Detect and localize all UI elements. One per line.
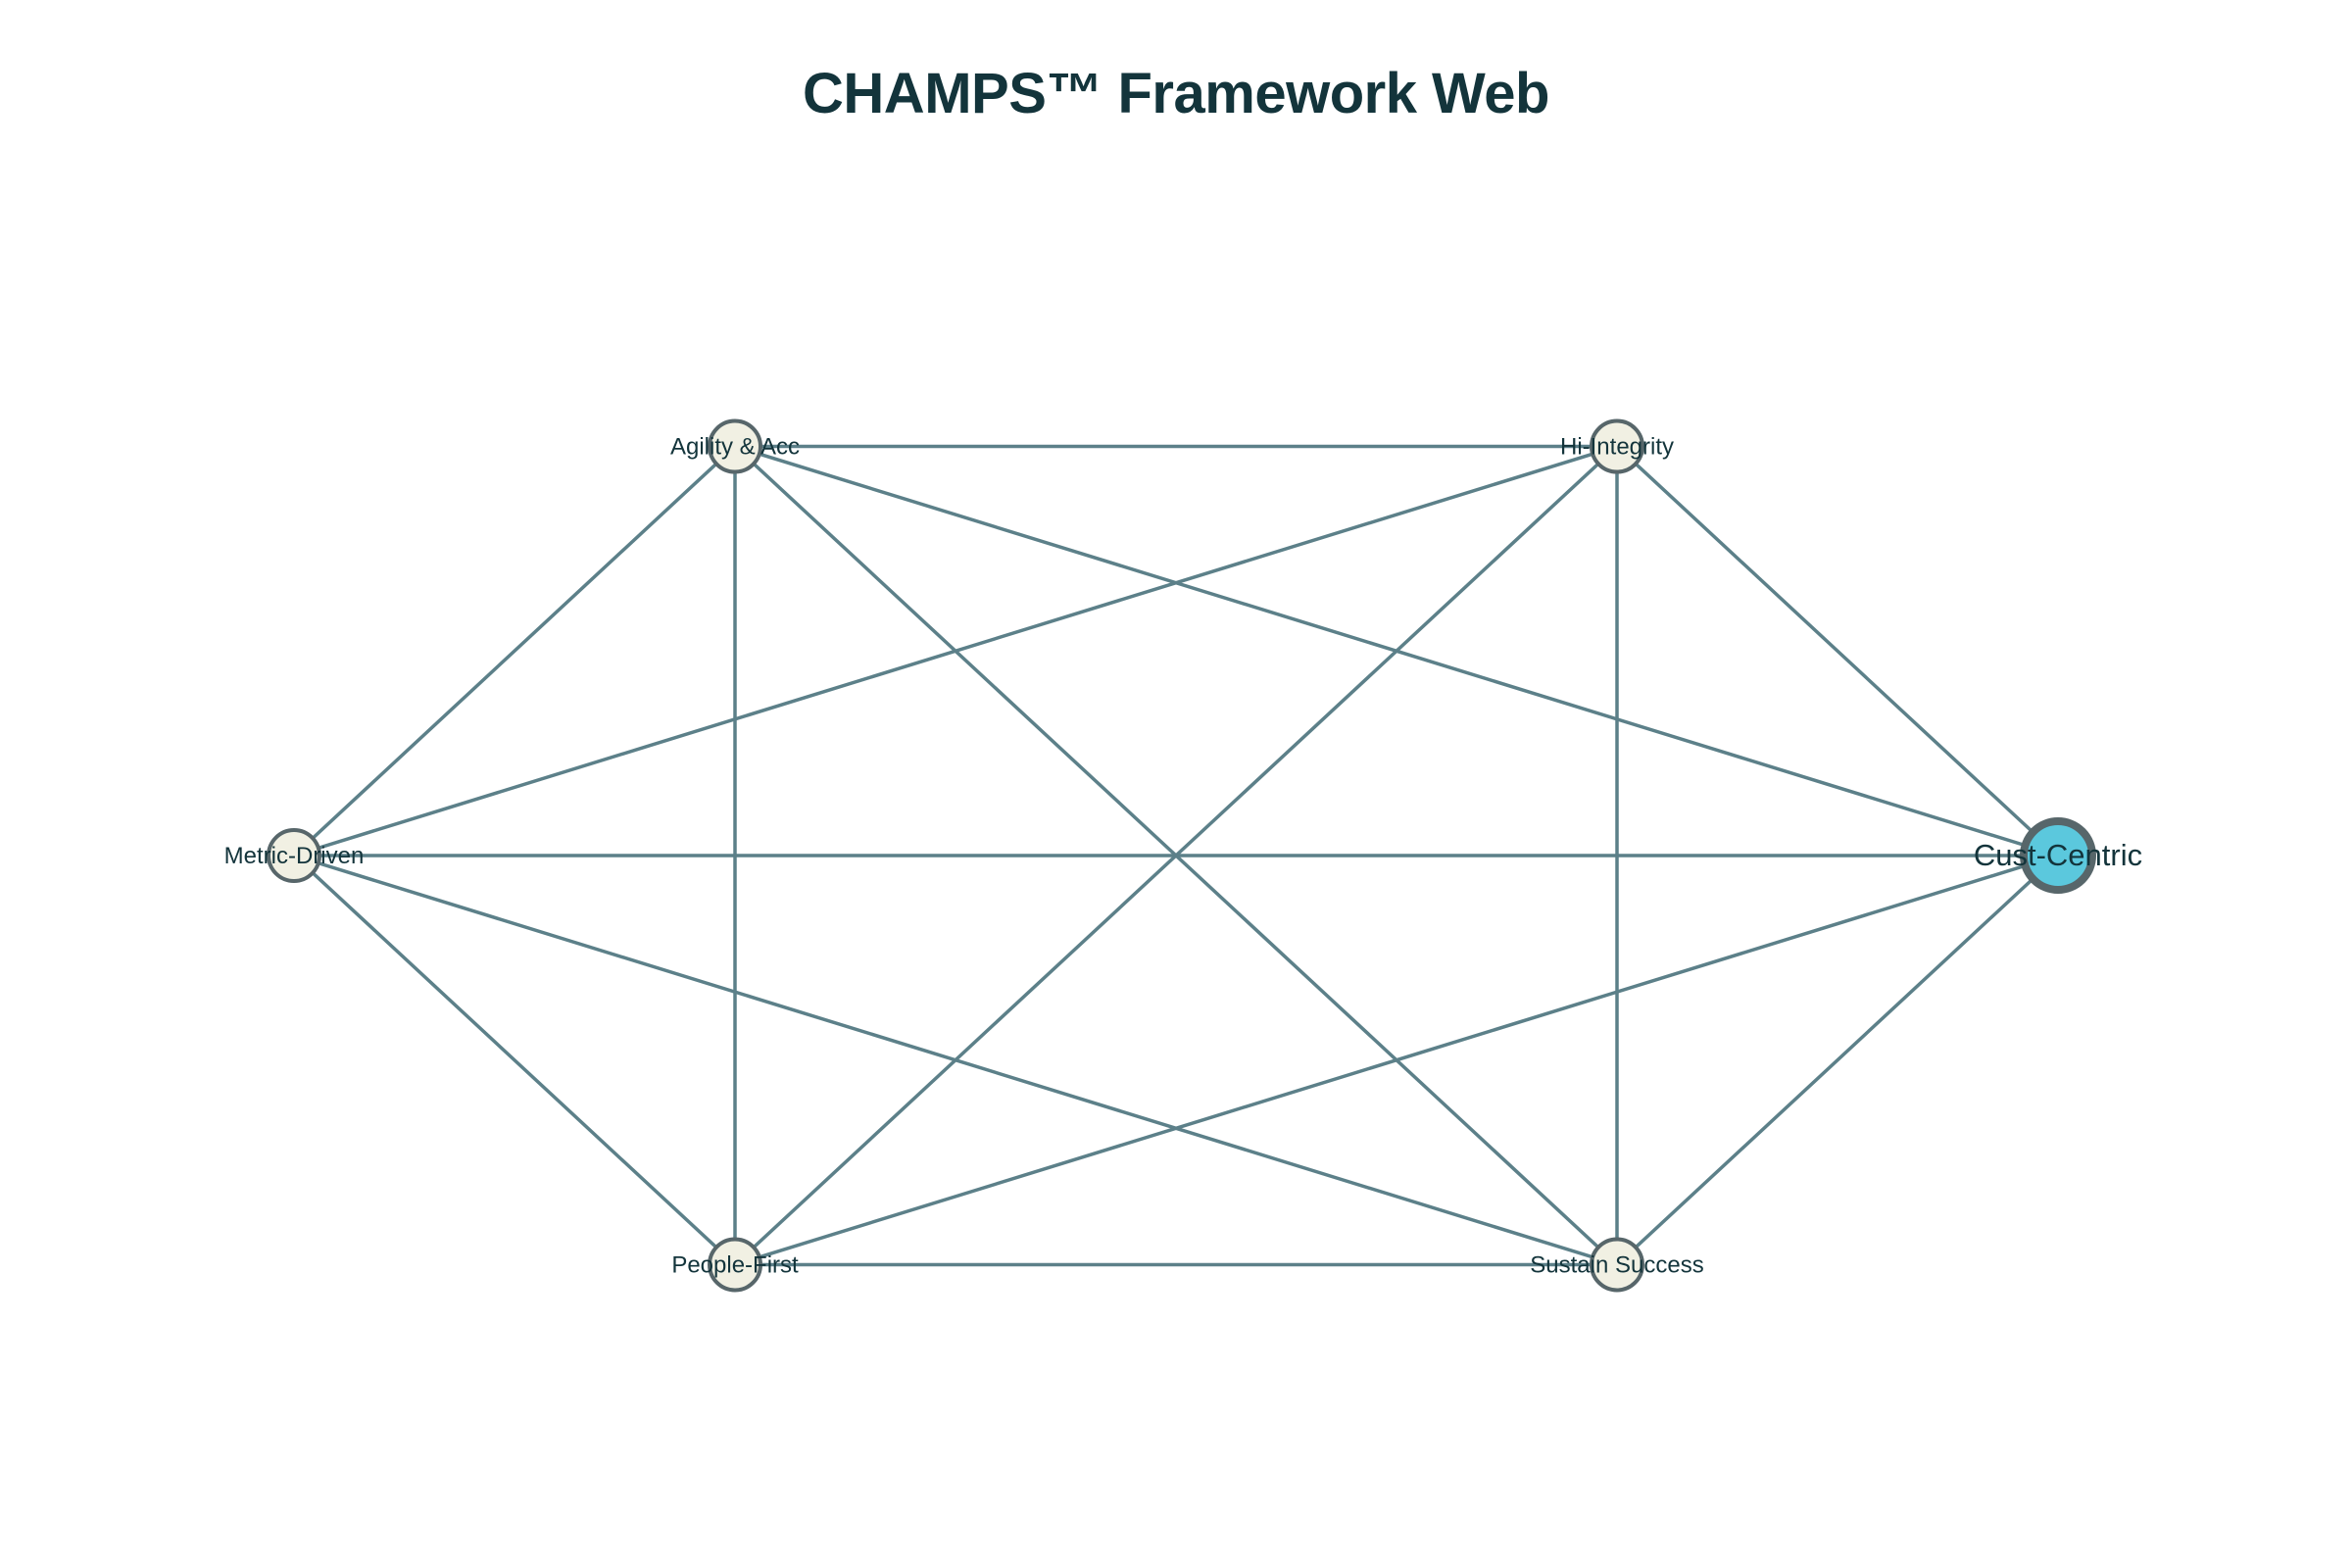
node-label-people: People-First [671, 1251, 799, 1278]
node-circle-sustain[interactable] [1590, 1237, 1644, 1293]
node-label-agility: Agility & Acc [670, 434, 800, 461]
node-circle-cust[interactable] [2020, 817, 2096, 894]
nodes-layer: Cust-Centric Hi-Integrity Agility & AccMet… [224, 418, 2142, 1293]
node-agility[interactable]: Agility & Acc [670, 418, 800, 474]
node-circle-metric[interactable] [267, 828, 321, 883]
edges-layer [292, 444, 2060, 1267]
node-hi[interactable]: Hi-Integrity [1560, 418, 1674, 474]
diagram-title: CHAMPS™ Framework Web [803, 62, 1549, 125]
edge-cust-hi [1615, 445, 2060, 858]
edge-cust-sustain [1615, 854, 2060, 1266]
node-metric[interactable]: Metric-Driven [224, 828, 365, 883]
edge-metric-people [292, 854, 737, 1266]
node-label-hi: Hi-Integrity [1560, 434, 1674, 461]
node-people[interactable]: People-First [671, 1237, 799, 1293]
node-label-metric: Metric-Driven [224, 843, 365, 869]
edge-agility-sustain [733, 445, 1619, 1266]
node-circle-agility[interactable] [708, 418, 762, 474]
node-label-cust: Cust-Centric [1974, 838, 2142, 872]
node-label-sustain: Sustain Success [1530, 1251, 1703, 1278]
node-circle-hi[interactable] [1590, 418, 1644, 474]
node-sustain[interactable]: Sustain Success [1530, 1237, 1704, 1293]
node-cust[interactable]: Cust-Centric [1974, 817, 2142, 894]
node-circle-people[interactable] [708, 1237, 762, 1293]
edge-agility-metric [292, 445, 737, 858]
edge-metric-sustain [293, 854, 1618, 1267]
